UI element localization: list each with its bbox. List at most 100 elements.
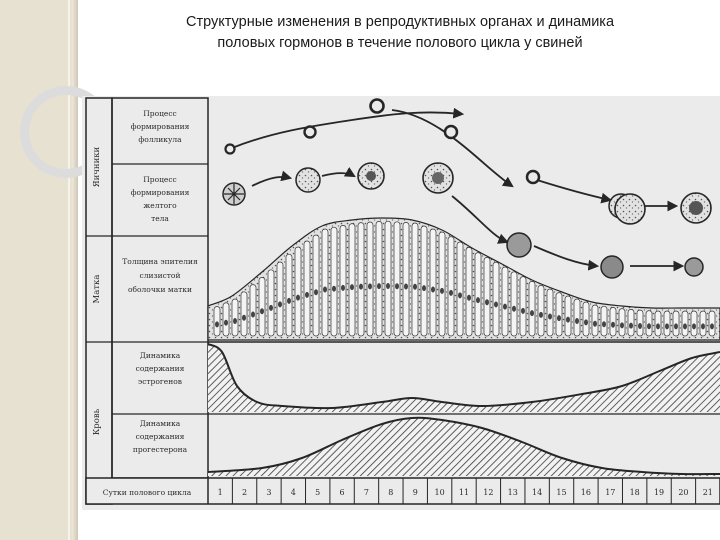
day-label: 19 bbox=[654, 488, 664, 497]
epithelial-cell-nucleus bbox=[512, 305, 516, 312]
epithelial-cell-nucleus bbox=[458, 292, 462, 299]
day-label: 2 bbox=[242, 488, 247, 497]
epithelial-cell-nucleus bbox=[287, 297, 291, 304]
corpus-arrow-3 bbox=[451, 195, 510, 244]
ovary-tracks bbox=[231, 107, 685, 272]
epithelial-cell bbox=[312, 234, 320, 337]
corpus-cell-2-body bbox=[295, 167, 321, 193]
epithelial-cell bbox=[483, 257, 491, 337]
epithelial-cell-nucleus bbox=[683, 323, 687, 330]
day-label: 15 bbox=[556, 488, 566, 497]
epithelial-cell-nucleus bbox=[557, 315, 561, 322]
epithelial-cell-nucleus bbox=[314, 289, 318, 296]
corpus-cell-4 bbox=[422, 162, 454, 194]
organ-label-blood: Кровь bbox=[92, 408, 102, 435]
epithelial-cell-nucleus bbox=[350, 284, 354, 291]
epithelial-cell bbox=[582, 301, 590, 337]
epithelial-cell bbox=[528, 281, 536, 337]
progesterone-label-line3: прогестерона bbox=[133, 445, 188, 454]
corpus-label-line3: желтого bbox=[143, 201, 177, 210]
epithelial-cell bbox=[366, 221, 374, 337]
epithelial-cell-nucleus bbox=[404, 283, 408, 290]
corpus-cell-8-body bbox=[684, 257, 704, 277]
epithelial-cell-nucleus bbox=[233, 318, 237, 324]
follicle-label-line3: фолликула bbox=[138, 135, 182, 144]
follicle-new-1 bbox=[614, 193, 646, 225]
epithelial-cell bbox=[213, 306, 221, 337]
epithelial-cell bbox=[429, 228, 437, 337]
day-label: 5 bbox=[315, 488, 320, 497]
day-label: 16 bbox=[581, 488, 591, 497]
plot-frame bbox=[208, 341, 720, 415]
epithelial-cell bbox=[618, 308, 626, 337]
day-label: 18 bbox=[630, 488, 640, 497]
estrogen-label-line2: содержания bbox=[136, 364, 185, 373]
progesterone-curve-group bbox=[207, 416, 720, 476]
slide-strip-shade bbox=[72, 0, 78, 540]
epithelial-cell bbox=[330, 226, 338, 337]
estrogen-curve bbox=[207, 343, 720, 410]
epithelial-cell-nucleus bbox=[395, 283, 399, 290]
day-label: 10 bbox=[435, 488, 445, 497]
epithelial-cell bbox=[564, 295, 572, 337]
days-row-label: Сутки полового цикла bbox=[103, 488, 192, 497]
epithelial-cell-nucleus bbox=[368, 283, 372, 290]
day-label: 12 bbox=[483, 488, 493, 497]
epithelial-cell-nucleus bbox=[476, 297, 480, 304]
progesterone-area bbox=[208, 417, 720, 476]
epithelial-cell bbox=[294, 246, 302, 337]
day-label: 4 bbox=[291, 488, 296, 497]
day-label: 3 bbox=[266, 488, 271, 497]
epithelial-cell bbox=[249, 284, 257, 337]
epithelial-cell-nucleus bbox=[674, 323, 678, 330]
epithelial-cell bbox=[537, 285, 545, 337]
epithelial-cell bbox=[465, 247, 473, 337]
day-label: 17 bbox=[605, 488, 615, 497]
epithelial-cell-nucleus bbox=[413, 283, 417, 290]
epithelial-cell bbox=[222, 302, 230, 337]
epithelial-cell bbox=[375, 221, 383, 337]
epithelial-cell bbox=[492, 261, 500, 337]
epithelial-cell bbox=[447, 236, 455, 337]
epithelial-cell-nucleus bbox=[548, 313, 552, 320]
epithelial-cell-nucleus bbox=[575, 318, 579, 324]
epithelial-cell-nucleus bbox=[701, 323, 705, 330]
epithelial-cell-nucleus bbox=[539, 311, 543, 318]
corpus-cell-5 bbox=[506, 232, 532, 258]
epithelial-cell-nucleus bbox=[386, 282, 390, 289]
epithelial-cell-nucleus bbox=[440, 287, 444, 294]
day-label: 14 bbox=[532, 488, 542, 497]
epithelial-cell bbox=[591, 304, 599, 337]
row-label-column: Процесс формирования фолликула Процесс ф… bbox=[111, 97, 209, 479]
progesterone-curve bbox=[207, 416, 720, 476]
corpus-cell-5-body bbox=[506, 232, 532, 258]
epithelial-cell-nucleus bbox=[224, 319, 228, 326]
epithelial-cell-nucleus bbox=[521, 307, 525, 314]
epithelial-cell-nucleus bbox=[638, 322, 642, 329]
epithelial-cell-nucleus bbox=[449, 289, 453, 296]
epithelium-label-line1: Толщина эпителия bbox=[122, 257, 198, 266]
epithelial-cell-nucleus bbox=[620, 322, 624, 329]
epithelial-cell bbox=[420, 225, 428, 337]
epithelial-cell-nucleus bbox=[494, 301, 498, 308]
follicle-new-2 bbox=[680, 192, 712, 224]
epithelial-cell bbox=[285, 253, 293, 337]
epithelial-cell bbox=[393, 221, 401, 337]
epithelial-cell-nucleus bbox=[269, 304, 273, 311]
epithelial-cell bbox=[339, 225, 347, 337]
epithelial-cell bbox=[321, 228, 329, 337]
epithelial-cell-nucleus bbox=[251, 311, 255, 318]
epithelial-cell bbox=[501, 266, 509, 337]
corpus-arrow-2 bbox=[321, 167, 356, 178]
day-label: 11 bbox=[459, 488, 469, 497]
epithelial-cell bbox=[348, 223, 356, 337]
slide-left-strip bbox=[0, 0, 78, 540]
cycle-diagram: Яичники Матка Кровь Процесс формирования… bbox=[82, 96, 720, 510]
corpus-arrow-4 bbox=[533, 245, 600, 271]
day-label: 8 bbox=[388, 488, 393, 497]
follicle-arrow-3 bbox=[536, 179, 613, 204]
day-label: 20 bbox=[678, 488, 688, 497]
corpus-cell-8 bbox=[684, 257, 704, 277]
epithelial-cell-nucleus bbox=[260, 308, 264, 315]
follicle-label-line2: формирования bbox=[131, 122, 190, 131]
